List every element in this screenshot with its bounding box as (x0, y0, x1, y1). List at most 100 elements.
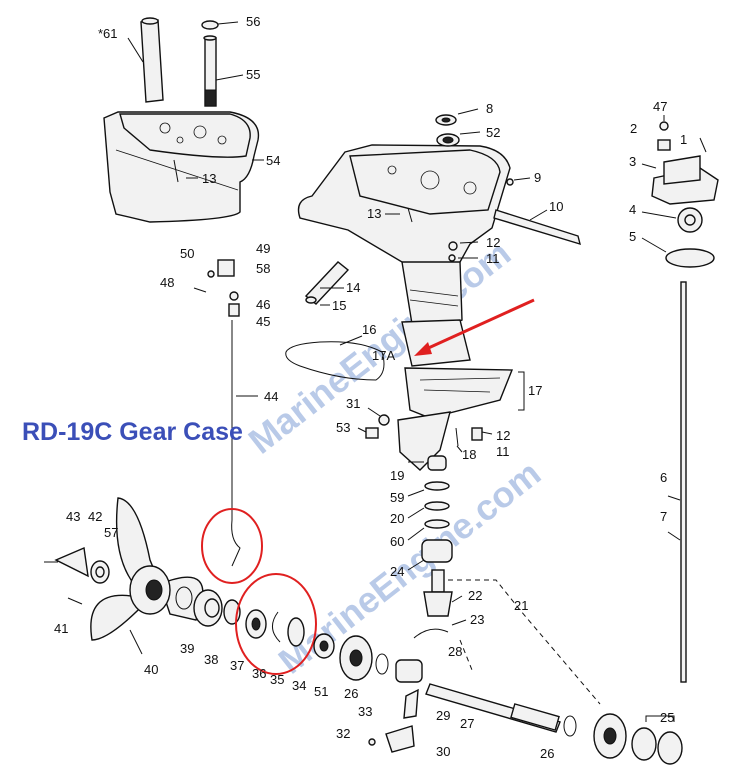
part-label: 3 (629, 154, 636, 169)
part-52-bushing (436, 131, 481, 147)
diagram-title: RD-19C Gear Case (22, 418, 243, 446)
part-9-10-shift-rod (493, 177, 581, 246)
part-label: 52 (486, 125, 500, 140)
bearing-stack (407, 455, 453, 571)
part-label: 7 (660, 509, 667, 524)
part-label: 21 (514, 598, 528, 613)
part-label: 27 (460, 716, 474, 731)
part-label: 45 (256, 314, 270, 329)
part-label: 54 (266, 153, 280, 168)
part-label: 60 (390, 534, 404, 549)
part-56-washer (201, 20, 239, 30)
part-label: 47 (653, 99, 667, 114)
part-label: 31 (346, 396, 360, 411)
part-label: 25 (660, 710, 674, 725)
part-label: 26 (344, 686, 358, 701)
part-23-clip (413, 628, 449, 639)
part-39-o-ring (175, 586, 193, 610)
part-label: 40 (144, 662, 158, 677)
part-label: 44 (264, 389, 278, 404)
part-label: 4 (629, 202, 636, 217)
watermark-upper: MarineEngine.com (241, 232, 518, 461)
part-26-gear-forward (339, 635, 389, 681)
part-label: 11 (486, 251, 500, 266)
part-label: 33 (358, 704, 372, 719)
part-25-bearing (631, 715, 683, 765)
part-8-seal (435, 108, 479, 126)
part-label: 9 (534, 170, 541, 185)
part-label: 49 (256, 241, 270, 256)
part-6-drive-shaft (667, 281, 687, 683)
part-26-gear-reverse (563, 713, 627, 759)
part-51-bushing (313, 633, 335, 659)
part-label: 42 (88, 509, 102, 524)
part-label: 29 (436, 708, 450, 723)
part-label: 5 (629, 229, 636, 244)
part-14-15-tube (304, 261, 350, 306)
callout-arrow (414, 298, 535, 356)
part-label: 13 (367, 206, 381, 221)
part-label: 24 (390, 564, 404, 579)
part-label: 22 (468, 588, 482, 603)
part-label: 2 (630, 121, 637, 136)
part-30-33-32-lever (368, 725, 415, 753)
part-label: 57 (104, 525, 118, 540)
part-label: 36 (252, 666, 266, 681)
part-label: 51 (314, 684, 328, 699)
part-label: 17A (372, 348, 395, 363)
part-label: 12 (496, 428, 510, 443)
part-label: 56 (246, 14, 260, 29)
part-61-tube (127, 17, 164, 103)
part-label: 28 (448, 644, 462, 659)
part-label: 16 (362, 322, 376, 337)
part-38-cap (193, 589, 223, 627)
part-label: 26 (540, 746, 554, 761)
part-label: 53 (336, 420, 350, 435)
part-28-clutch-dog (395, 659, 423, 683)
part-label: 55 (246, 67, 260, 82)
part-40-propeller (90, 497, 204, 655)
part-label: 46 (256, 297, 270, 312)
part-label: 8 (486, 101, 493, 116)
watermark-text: MarineEngine.com (241, 232, 518, 461)
part-label: 30 (436, 744, 450, 759)
part-43-42-57-cone (44, 546, 110, 584)
part-label: 11 (496, 444, 510, 459)
part-label: 10 (549, 199, 563, 214)
part-label: 39 (180, 641, 194, 656)
part-label: 19 (390, 468, 404, 483)
part-36-bearing (245, 609, 267, 639)
water-pump-assembly (641, 115, 719, 268)
part-number-labels: *61 56 55 54 13 8 52 9 10 47 2 1 3 4 5 1… (54, 14, 687, 761)
part-41-pin (67, 597, 83, 605)
part-label: 58 (256, 261, 270, 276)
dashed-assembly-line-21 (448, 579, 601, 705)
part-54-cover-housing (103, 111, 264, 223)
part-label: 14 (346, 280, 360, 295)
part-31-washer-53-screw (357, 407, 390, 439)
part-35-snap-ring (272, 611, 281, 643)
shift-linkage (193, 259, 258, 567)
part-18-stud-12-11 (455, 427, 493, 453)
part-label: 1 (680, 132, 687, 147)
part-label: 43 (66, 509, 80, 524)
part-34-washer (287, 617, 305, 647)
part-label: 18 (462, 447, 476, 462)
part-label: 48 (160, 275, 174, 290)
part-label: 38 (204, 652, 218, 667)
part-label: 20 (390, 511, 404, 526)
part-label: 23 (470, 612, 484, 627)
part-label: 41 (54, 621, 68, 636)
part-29-shift-cam (403, 688, 419, 719)
part-label: 37 (230, 658, 244, 673)
part-label: 32 (336, 726, 350, 741)
part-label: 59 (390, 490, 404, 505)
part-55-tube (203, 35, 244, 107)
part-label: 12 (486, 235, 500, 250)
part-label: 50 (180, 246, 194, 261)
red-circle-retainer (235, 573, 317, 675)
part-22-pinion (423, 569, 467, 626)
part-label: 17 (528, 383, 542, 398)
